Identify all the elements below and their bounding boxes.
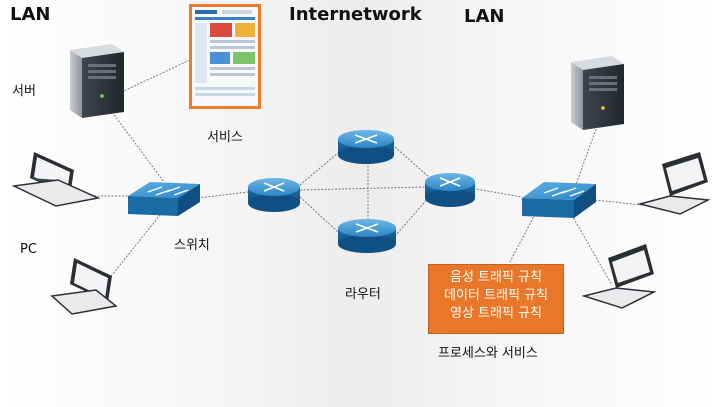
pc-label: PC bbox=[20, 242, 37, 257]
laptop-icon-left-top bbox=[11, 152, 101, 207]
lan-left-label: LAN bbox=[10, 4, 51, 25]
rule-video: 영상 트래픽 규칙 bbox=[450, 306, 542, 321]
router-label: 라우터 bbox=[345, 287, 381, 302]
switch-icon-right bbox=[522, 182, 596, 218]
laptop-icon-left-bottom bbox=[50, 258, 118, 315]
lan-right-label: LAN bbox=[464, 6, 505, 27]
router-icon-left bbox=[248, 178, 300, 212]
connection-lines bbox=[80, 59, 643, 291]
laptop-icon-right-top bbox=[637, 152, 711, 215]
router-icon-bottom bbox=[338, 219, 396, 253]
webpage-screen bbox=[192, 7, 258, 106]
server-icon-left bbox=[70, 44, 124, 118]
internetwork-label: Internetwork bbox=[289, 4, 422, 25]
webpage-thumbnail bbox=[189, 4, 261, 109]
router-icon-right bbox=[425, 173, 475, 207]
rule-voice: 음성 트래픽 규칙 bbox=[450, 270, 542, 285]
server-label: 서버 bbox=[12, 84, 36, 99]
service-label: 서비스 bbox=[207, 130, 243, 145]
rule-data: 데이터 트래픽 규칙 bbox=[444, 288, 548, 303]
switch-label: 스위치 bbox=[174, 238, 210, 253]
switch-icon-left bbox=[128, 182, 200, 216]
laptop-icon-right-bottom bbox=[581, 244, 657, 309]
process-service-label: 프로세스와 서비스 bbox=[438, 346, 538, 361]
traffic-rules-box: 음성 트래픽 규칙 데이터 트래픽 규칙 영상 트래픽 규칙 bbox=[428, 264, 564, 334]
server-icon-right bbox=[571, 56, 624, 130]
router-icon-top bbox=[338, 130, 394, 164]
